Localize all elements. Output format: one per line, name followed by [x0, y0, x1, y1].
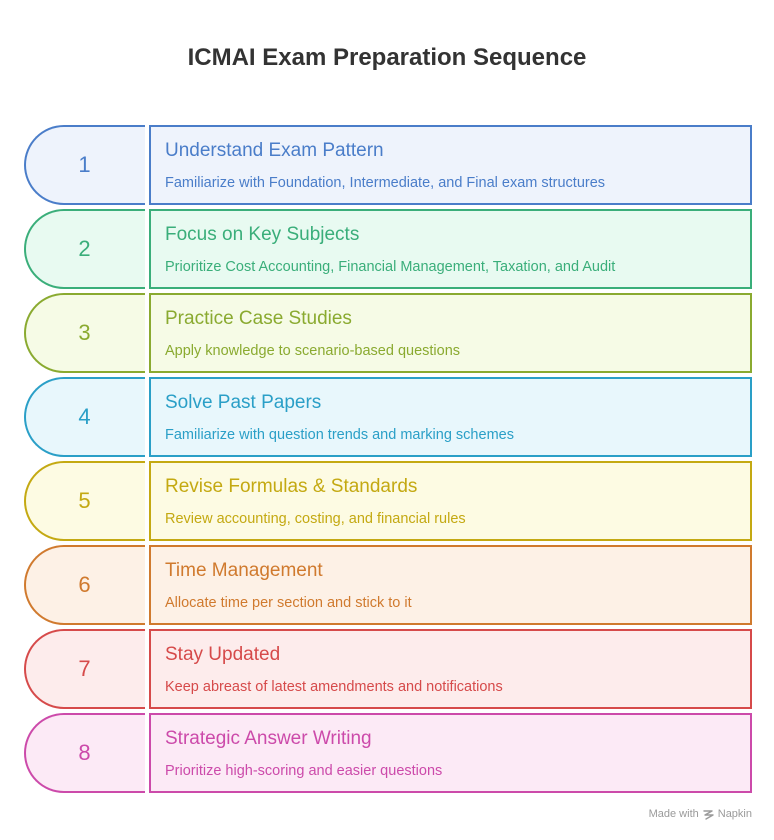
step-number-tab	[24, 377, 145, 457]
step-box: Revise Formulas & Standards Review accou…	[149, 461, 752, 541]
step-description: Allocate time per section and stick to i…	[165, 595, 412, 611]
step-number: 8	[78, 740, 91, 765]
step-5: 5 Revise Formulas & Standards Review acc…	[0, 461, 774, 541]
napkin-credit[interactable]: Made with Napkin	[649, 808, 752, 820]
step-number-tab	[24, 461, 145, 541]
step-title: Solve Past Papers	[165, 392, 322, 413]
step-number: 4	[78, 404, 91, 429]
step-box: Focus on Key Subjects Prioritize Cost Ac…	[149, 209, 752, 289]
step-3: 3 Practice Case Studies Apply knowledge …	[0, 293, 774, 373]
step-description: Review accounting, costing, and financia…	[165, 511, 466, 527]
step-1: 1 Understand Exam Pattern Familiarize wi…	[0, 125, 774, 205]
step-box: Strategic Answer Writing Prioritize high…	[149, 713, 752, 793]
made-with-label: Made with	[648, 808, 699, 820]
step-number-tab	[24, 545, 145, 625]
step-number: 7	[78, 656, 91, 681]
step-box: Understand Exam Pattern Familiarize with…	[149, 125, 752, 205]
step-title: Stay Updated	[165, 644, 281, 665]
step-number: 6	[78, 572, 91, 597]
step-number: 2	[78, 236, 91, 261]
step-6: 6 Time Management Allocate time per sect…	[0, 545, 774, 625]
napkin-brand: Napkin	[717, 808, 752, 820]
step-title: Strategic Answer Writing	[165, 728, 372, 749]
napkin-logo-icon	[703, 809, 714, 820]
step-title: Time Management	[165, 560, 323, 581]
step-box: Stay Updated Keep abreast of latest amen…	[149, 629, 752, 709]
step-description: Prioritize high-scoring and easier quest…	[165, 763, 443, 779]
step-2: 2 Focus on Key Subjects Prioritize Cost …	[0, 209, 774, 289]
step-description: Familiarize with Foundation, Intermediat…	[165, 175, 606, 191]
step-description: Apply knowledge to scenario-based questi…	[165, 343, 461, 359]
step-box: Time Management Allocate time per sectio…	[149, 545, 752, 625]
step-number: 1	[78, 152, 91, 177]
step-box: Practice Case Studies Apply knowledge to…	[149, 293, 752, 373]
step-title: Practice Case Studies	[165, 308, 352, 329]
diagram-title: ICMAI Exam Preparation Sequence	[187, 44, 587, 71]
step-number-tab	[24, 713, 145, 793]
step-box: Solve Past Papers Familiarize with quest…	[149, 377, 752, 457]
step-number: 5	[78, 488, 91, 513]
step-title: Focus on Key Subjects	[165, 224, 360, 245]
step-description: Keep abreast of latest amendments and no…	[165, 679, 503, 695]
step-title: Understand Exam Pattern	[165, 140, 384, 161]
step-description: Familiarize with question trends and mar…	[165, 427, 514, 443]
step-number-tab	[24, 629, 145, 709]
step-7: 7 Stay Updated Keep abreast of latest am…	[0, 629, 774, 709]
step-number-tab	[24, 125, 145, 205]
step-number-tab	[24, 209, 145, 289]
step-4: 4 Solve Past Papers Familiarize with que…	[0, 377, 774, 457]
step-8: 8 Strategic Answer Writing Prioritize hi…	[0, 713, 774, 793]
step-description: Prioritize Cost Accounting, Financial Ma…	[165, 259, 616, 275]
step-number: 3	[78, 320, 91, 345]
step-number-tab	[24, 293, 145, 373]
step-title: Revise Formulas & Standards	[165, 476, 418, 497]
